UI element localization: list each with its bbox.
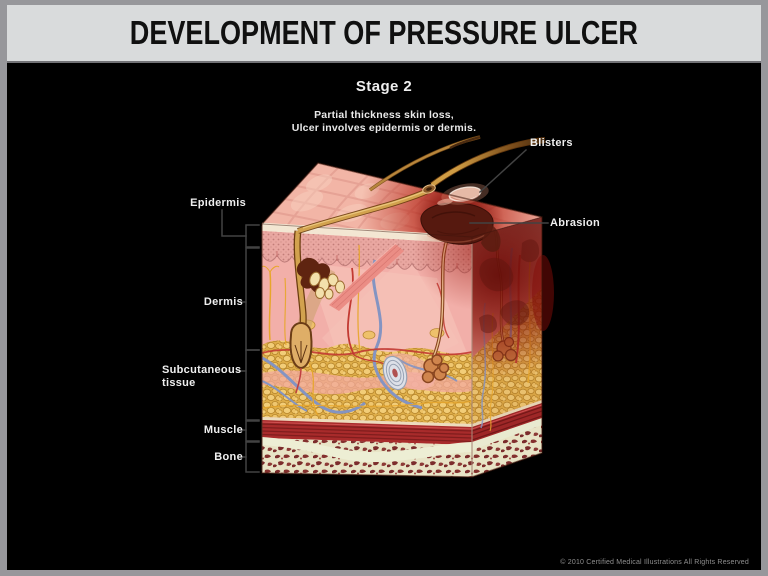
stage-description-line2: Ulcer involves epidermis or dermis.: [291, 122, 477, 135]
label-abrasion: Abrasion: [550, 217, 601, 229]
stage-description-line1: Partial thickness skin loss,: [314, 109, 454, 121]
header-divider: [7, 61, 761, 63]
label-muscle: Muscle: [203, 424, 243, 436]
skin-cross-section-illustration: [221, 135, 554, 478]
copyright-notice: © 2010 Certified Medical Illustrations A…: [560, 559, 749, 566]
label-dermis: Dermis: [203, 296, 243, 308]
label-subcutaneous-tissue: Subcutaneous tissue: [162, 364, 241, 390]
title-bar: DEVELOPMENT OF PRESSURE ULCER: [7, 5, 761, 61]
label-bone: Bone: [214, 451, 243, 463]
illustration-canvas: Stage 2 Partial thickness skin loss, Ulc…: [7, 63, 761, 570]
stage-title: Stage 2: [355, 78, 413, 95]
stage-description: Partial thickness skin loss, Ulcer invol…: [7, 109, 761, 135]
label-subcutaneous-line1: Subcutaneous: [162, 364, 242, 376]
page-title: DEVELOPMENT OF PRESSURE ULCER: [129, 14, 639, 51]
label-epidermis: Epidermis: [190, 197, 246, 209]
label-blisters: Blisters: [530, 137, 573, 149]
label-subcutaneous-line2: tissue: [162, 377, 196, 389]
leader-lines: [221, 148, 549, 473]
